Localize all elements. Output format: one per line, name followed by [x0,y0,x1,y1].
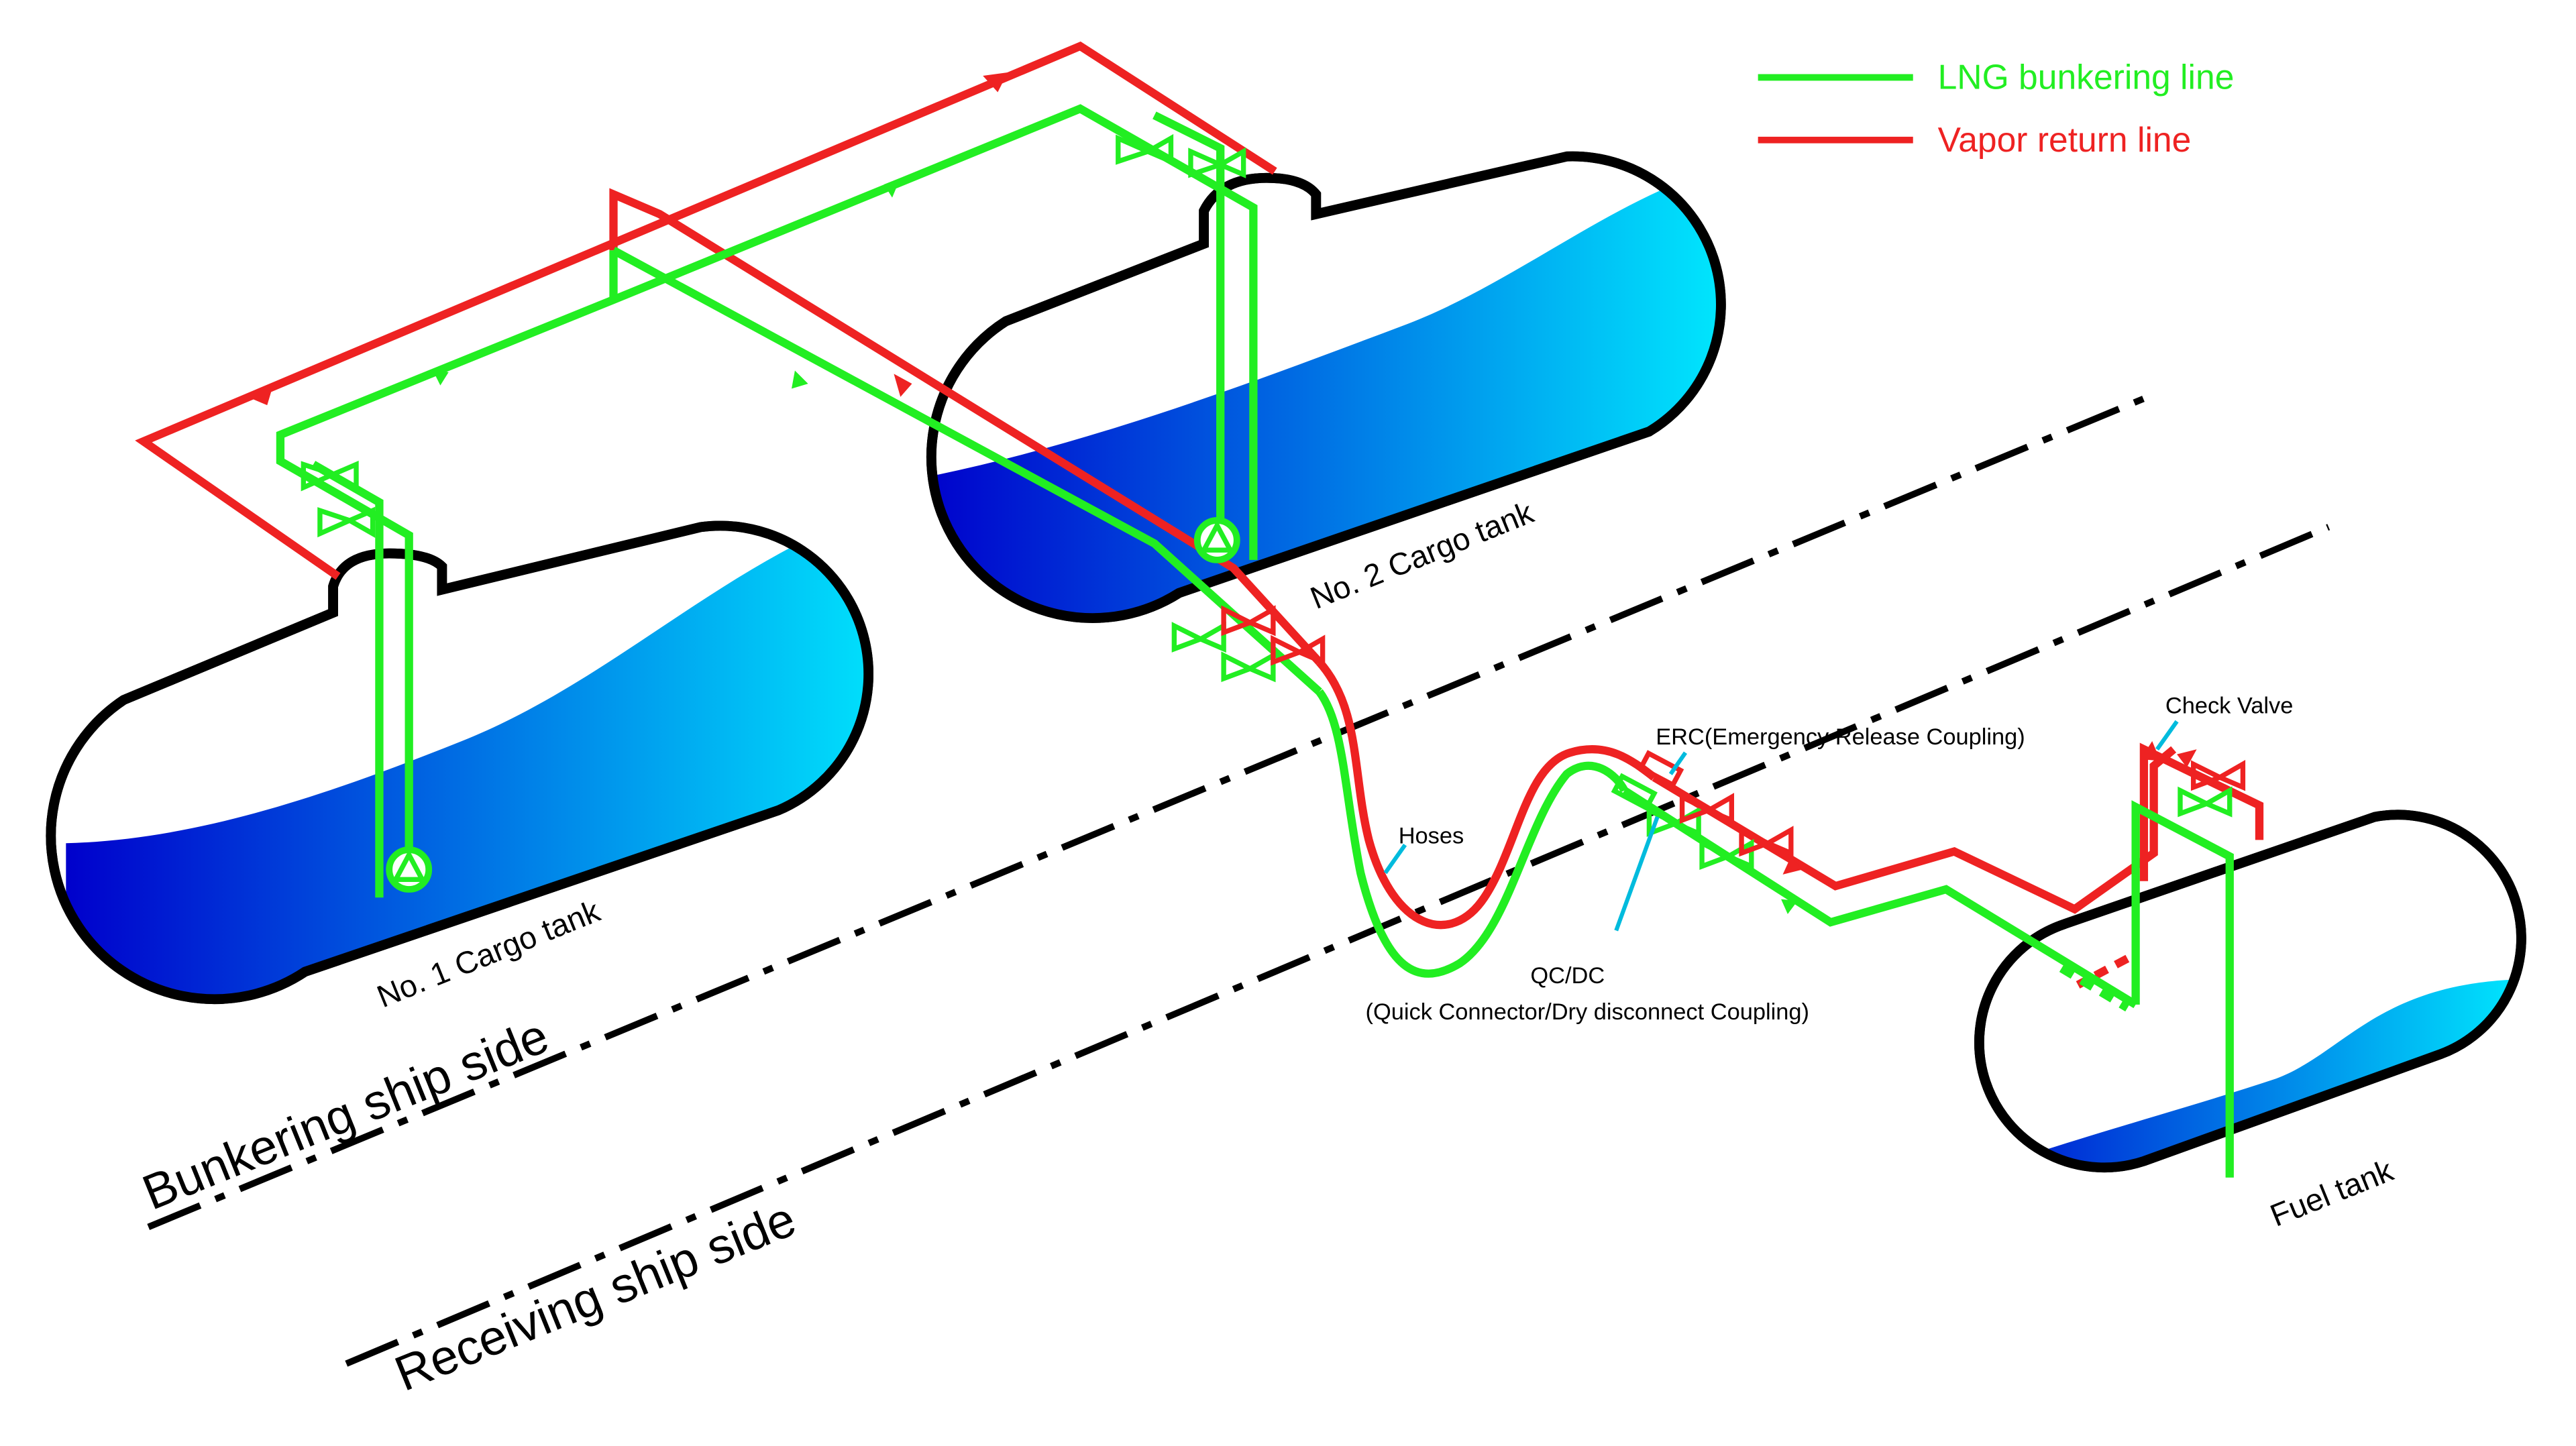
hoses-label: Hoses [1399,823,1464,848]
flow-arrow-icon [432,369,449,386]
qcdc-full-label: (Quick Connector/Dry disconnect Coupling… [1366,999,1809,1025]
valves [301,133,2246,871]
legend-lng-label: LNG bunkering line [1938,58,2235,97]
receiving-side-label: Receiving ship side [387,1190,803,1402]
flow-arrow-icon [983,72,1008,93]
cargo-tank-1 [46,520,873,1005]
bunkering-side-label: Bunkering ship side [135,1007,556,1221]
valve-icon [301,133,2233,871]
check-valve-label: Check Valve [2165,693,2294,718]
fuel-tank-label: Fuel tank [2265,1152,2398,1233]
bunkering-side-boundary [147,395,2145,1230]
pump-icon [1193,517,1240,563]
callout-leaders [1383,720,2179,932]
pump-icon [386,846,433,893]
receiving-side-boundary [345,524,2330,1367]
valve-icon [1221,605,2246,857]
qcdc-label: QC/DC [1530,963,1605,989]
erc-label: ERC(Emergency Release Coupling) [1656,724,2025,750]
legend-vapor-label: Vapor return line [1938,120,2192,159]
legend: LNG bunkering line Vapor return line [1758,58,2235,159]
vapor-return-line [135,41,2264,989]
fuel-tank [1974,810,2526,1173]
